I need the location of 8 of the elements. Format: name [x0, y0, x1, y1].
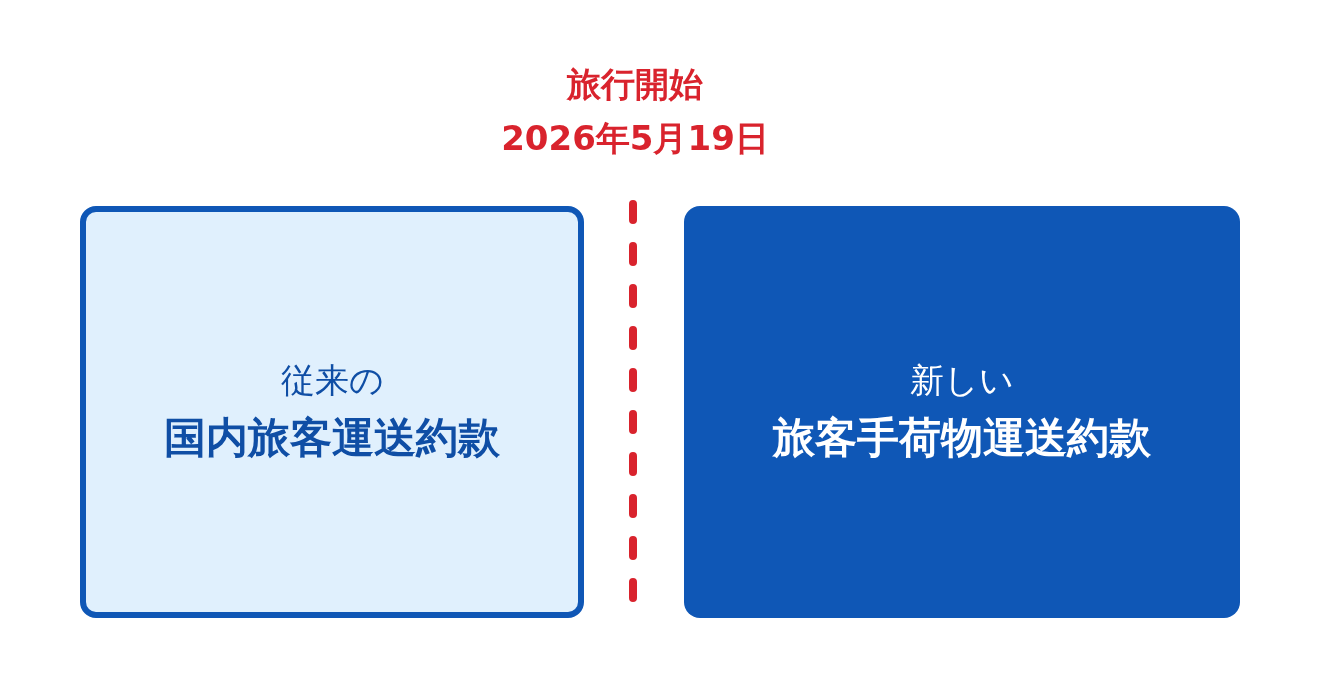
start-label: 旅行開始 [567, 63, 703, 106]
heading-text: 旅客手荷物運送約款 [773, 412, 1151, 464]
date-label: 2026年5月19日 [501, 117, 769, 160]
heading-text: 国内旅客運送約款 [164, 412, 500, 464]
subheading-text: 従来の [280, 359, 384, 402]
subheading-text: 新しい [910, 359, 1014, 402]
term-box [684, 206, 1240, 618]
term-box [80, 206, 584, 618]
